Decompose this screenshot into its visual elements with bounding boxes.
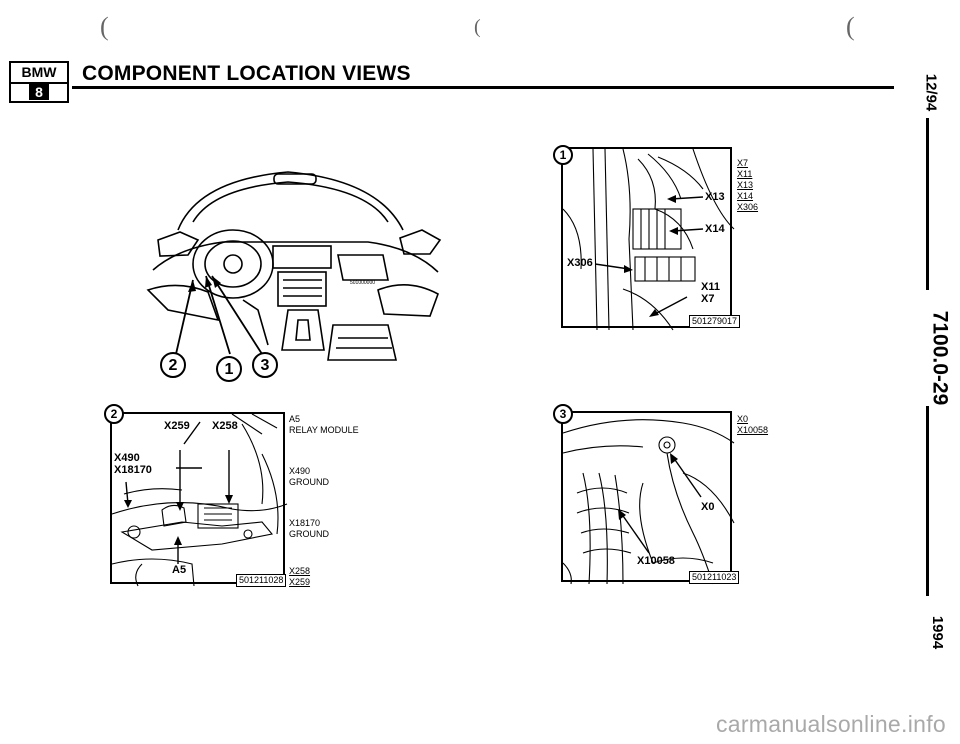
key-item: X7: [737, 158, 749, 168]
figure-2-key-connectors: X258 X259: [289, 566, 310, 588]
label-x490: X490: [114, 452, 140, 464]
side-divider: [926, 406, 929, 596]
page-title: COMPONENT LOCATION VIEWS: [82, 62, 411, 85]
label-x7: X7: [701, 293, 715, 305]
callout-3: 3: [252, 352, 278, 378]
key-item: X10058: [737, 425, 769, 435]
overview-illustration: 501000000 2 1 3: [138, 160, 450, 390]
figure-1-key: X7 X11 X13 X14 X306: [737, 158, 758, 213]
key-code: X258: [289, 566, 311, 576]
label-x258: X258: [212, 420, 238, 432]
key-desc: GROUND: [289, 477, 329, 487]
dashboard-drawing: 501000000: [146, 171, 442, 361]
figure-2-key-x18170: X18170 GROUND: [289, 518, 329, 540]
label-x18170: X18170: [114, 464, 152, 476]
key-desc: RELAY MODULE: [289, 425, 359, 435]
label-x13: X13: [705, 191, 725, 203]
figure-3-key: X0 X10058: [737, 414, 768, 436]
label-x10058: X10058: [637, 555, 675, 567]
watermark: carmanualsonline.info: [715, 711, 946, 737]
figure-3-number: 3: [553, 404, 573, 424]
figure-1-drawing: [562, 148, 735, 331]
label-x14: X14: [705, 223, 725, 235]
key-code: X259: [289, 577, 311, 587]
figure-3-drawing: [562, 419, 735, 585]
label-x259: X259: [164, 420, 190, 432]
bmw-logo: BMW 8: [9, 61, 69, 103]
key-item: X13: [737, 180, 754, 190]
side-doc-number: 7100.0-29: [928, 310, 952, 406]
key-code: A5: [289, 414, 301, 424]
key-item: X0: [737, 414, 749, 424]
key-code: X18170: [289, 518, 321, 528]
side-year: 1994: [929, 615, 947, 650]
figure-2-drawing: [111, 413, 288, 587]
scan-mark: (: [474, 16, 481, 38]
figure-3-photo: X0 X10058 501211023: [561, 411, 740, 585]
key-item: X306: [737, 202, 759, 212]
figure-2-key-a5: A5 RELAY MODULE: [289, 414, 359, 436]
logo-model: 8: [29, 84, 49, 100]
callout-2: 2: [160, 352, 186, 378]
figure-1-part-number: 501279017: [689, 315, 741, 328]
key-desc: GROUND: [289, 529, 329, 539]
side-date: 12/94: [922, 73, 940, 112]
figure-2-key-x490: X490 GROUND: [289, 466, 329, 488]
label-x0: X0: [701, 501, 715, 513]
callout-1: 1: [216, 356, 242, 382]
figure-1-photo: X13 X14 X306 X11 X7 501279017: [561, 147, 741, 331]
figure-3-part-number: 501211023: [689, 571, 740, 584]
figure-2-number: 2: [104, 404, 124, 424]
side-divider: [926, 118, 929, 290]
label-x306: X306: [567, 257, 593, 269]
key-item: X14: [737, 191, 754, 201]
label-a5: A5: [172, 564, 187, 576]
figure-2-part-number: 501211028: [236, 574, 287, 587]
figure-2-photo: X259 X258 X490 X18170 A5 501211028: [110, 412, 288, 587]
title-rule: [72, 86, 894, 89]
logo-brand: BMW: [11, 63, 67, 84]
overview-part-number: 501000000: [350, 280, 375, 286]
key-code: X490: [289, 466, 311, 476]
scan-mark: (: [846, 12, 855, 41]
key-item: X11: [737, 169, 753, 179]
figure-1-number: 1: [553, 145, 573, 165]
label-x11: X11: [701, 281, 720, 293]
scan-mark: (: [100, 12, 109, 41]
